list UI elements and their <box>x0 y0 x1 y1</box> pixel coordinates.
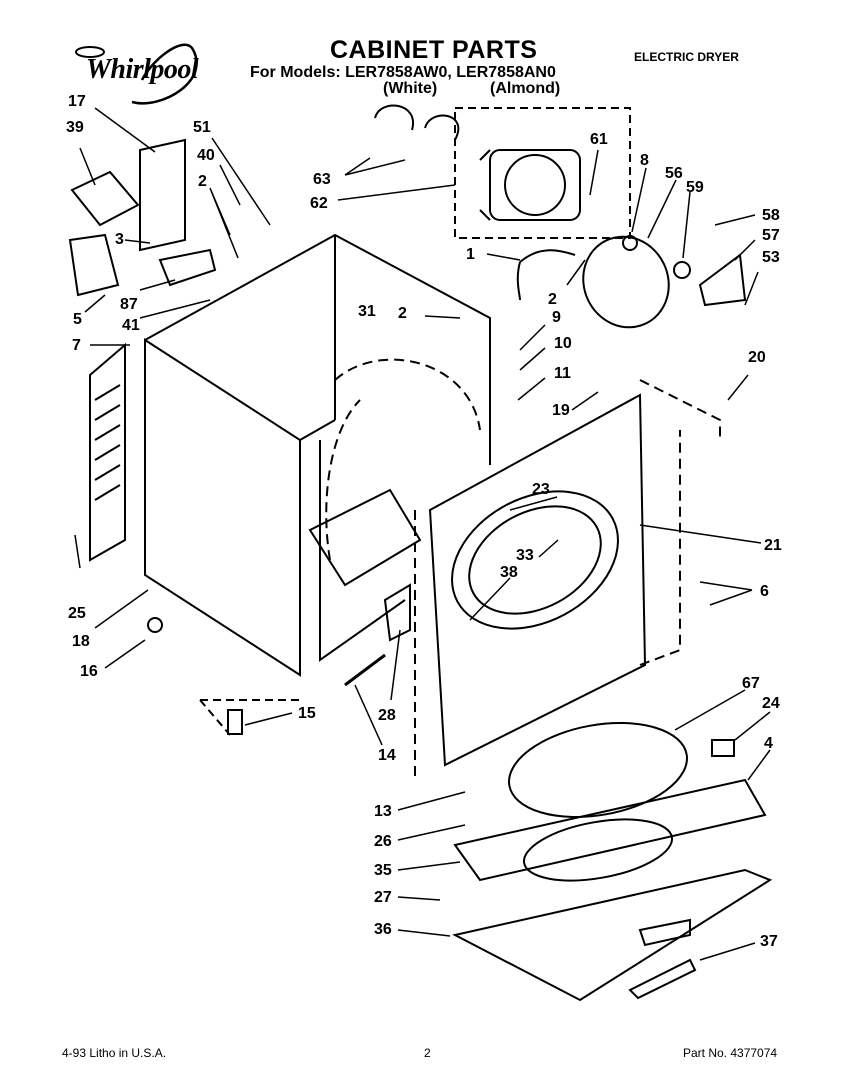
motor-strap-part <box>374 104 460 141</box>
callout-17: 17 <box>68 93 86 110</box>
callout-53: 53 <box>762 249 780 266</box>
callout-4: 4 <box>764 735 773 752</box>
part-number: Part No. 4377074 <box>683 1046 778 1060</box>
callout-2: 2 <box>198 173 207 190</box>
door-handle-part <box>628 958 697 1000</box>
callout-62: 62 <box>310 195 328 212</box>
callout-18: 18 <box>72 633 90 650</box>
rear-panel-part <box>89 342 126 562</box>
logo-swoosh-icon <box>75 43 198 105</box>
callout-15: 15 <box>298 705 316 722</box>
callout-7: 7 <box>72 337 81 354</box>
door-inner-part <box>452 868 773 1002</box>
cabinet-part <box>144 233 491 677</box>
callout-24: 24 <box>762 695 780 712</box>
callout-20: 20 <box>748 349 766 366</box>
callout-11: 11 <box>554 365 571 382</box>
callout-56: 56 <box>665 165 683 182</box>
callout-1: 1 <box>466 246 475 263</box>
callout-31: 31 <box>358 303 376 320</box>
door-seal-part <box>508 722 688 818</box>
callout-2c: 2 <box>398 305 407 322</box>
callout-39: 39 <box>66 119 84 136</box>
callout-35: 35 <box>374 862 392 879</box>
callout-51: 51 <box>193 119 211 136</box>
page-title: CABINET PARTS <box>330 36 538 64</box>
product-type-label: ELECTRIC DRYER <box>634 50 739 64</box>
callout-58: 58 <box>762 207 780 224</box>
callout-33: 33 <box>516 547 534 564</box>
callout-28: 28 <box>378 707 396 724</box>
idler-pulley-part <box>673 261 691 279</box>
whirlpool-logo: Whirlpool <box>72 40 220 108</box>
callout-57: 57 <box>762 227 780 244</box>
callout-21: 21 <box>764 537 782 554</box>
callout-6: 6 <box>760 583 769 600</box>
door-strike-part <box>711 739 735 757</box>
front-panel-part <box>428 393 647 767</box>
print-info: 4-93 Litho in U.S.A. <box>62 1046 167 1060</box>
motor-part <box>479 149 581 221</box>
callout-8: 8 <box>640 152 649 169</box>
callout-26: 26 <box>374 833 392 850</box>
terminal-block-part <box>139 138 186 252</box>
clip-part <box>227 709 243 735</box>
model-numbers: For Models: LER7858AW0, LER7858AN0 <box>250 64 556 81</box>
variant-white-label: (White) <box>383 80 438 97</box>
callout-27: 27 <box>374 889 392 906</box>
access-cover-part <box>68 233 120 297</box>
callout-14: 14 <box>378 747 396 764</box>
callout-9: 9 <box>552 309 561 326</box>
callout-16: 16 <box>80 663 98 680</box>
callout-63: 63 <box>313 171 331 188</box>
callout-37: 37 <box>760 933 778 950</box>
callout-40: 40 <box>197 147 215 164</box>
motor-assembly-box <box>454 107 631 239</box>
callout-87: 87 <box>120 296 138 313</box>
callout-36: 36 <box>374 921 392 938</box>
callout-10: 10 <box>554 335 572 352</box>
callout-23: 23 <box>532 481 550 498</box>
variant-almond-label: (Almond) <box>490 80 561 97</box>
callout-61: 61 <box>590 131 608 148</box>
callout-13: 13 <box>374 803 392 820</box>
brand-wordmark: Whirlpool <box>86 54 199 85</box>
drive-belt-part <box>582 235 670 329</box>
callout-41: 41 <box>122 317 140 334</box>
wire-harness-part <box>516 249 576 301</box>
callout-2b: 2 <box>548 291 557 308</box>
door-outer-part <box>453 778 767 882</box>
page-number: 2 <box>424 1046 431 1060</box>
idler-bracket-part <box>698 253 747 307</box>
callout-19: 19 <box>552 402 570 419</box>
callout-67: 67 <box>742 675 760 692</box>
callout-59: 59 <box>686 179 704 196</box>
callout-5: 5 <box>73 311 82 328</box>
callout-3: 3 <box>115 231 124 248</box>
terminal-cover-part <box>70 170 140 227</box>
callout-25: 25 <box>68 605 86 622</box>
callout-38: 38 <box>500 564 518 581</box>
